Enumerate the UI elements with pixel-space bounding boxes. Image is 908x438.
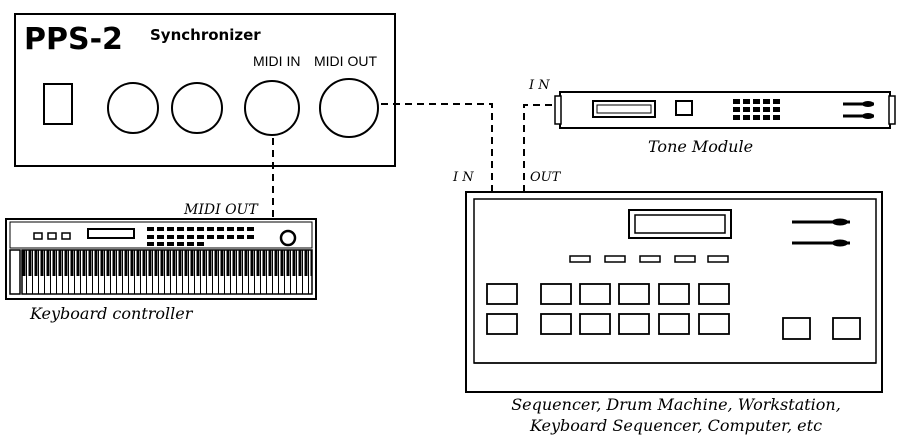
tone-module-in-label: I N	[528, 78, 550, 93]
sequencer-caption-line-2: Keyboard Sequencer, Computer, etc	[529, 416, 822, 435]
pps2-power-switch	[43, 83, 73, 125]
sequencer-unit: I N OUT Sequencer, Drum Machine, Worksta…	[452, 170, 883, 435]
cable-pps2-to-sequencer	[381, 103, 493, 192]
tone-module-caption: Tone Module	[648, 137, 753, 156]
tone-module-sliders	[843, 101, 874, 119]
midi-cables	[272, 103, 558, 218]
keyboard-button-grid	[147, 227, 254, 246]
tone-module-button	[675, 100, 693, 116]
pps2-knob-1	[107, 82, 159, 134]
pps2-midi-in-port	[244, 80, 300, 136]
tone-module-display-inner	[596, 104, 652, 114]
pps2-midi-out-label: MIDI OUT	[314, 53, 377, 69]
pps2-midi-out-port	[319, 78, 379, 138]
sequencer-pads	[486, 283, 861, 340]
keyboard-buttons-left	[33, 232, 71, 240]
pps2-midi-in-label: MIDI IN	[253, 53, 300, 69]
sequencer-display-inner	[634, 214, 726, 234]
keyboard-caption: Keyboard controller	[29, 304, 194, 323]
keyboard-keys	[21, 249, 313, 295]
cable-sequencer-to-tone-module	[523, 104, 558, 192]
tone-module-right-ear	[888, 95, 896, 125]
keyboard-pitch-wheel	[9, 249, 21, 295]
keyboard-display	[87, 228, 135, 239]
sequencer-out-label: OUT	[530, 170, 562, 185]
keyboard-controller-unit: MIDI OUT Keyboard controller	[5, 202, 317, 323]
pps2-subtitle: Synchronizer	[150, 26, 261, 44]
pps2-knob-2	[171, 82, 223, 134]
tone-module-unit: I N Tone Module	[528, 78, 896, 156]
sequencer-in-label: I N	[452, 170, 474, 185]
tone-module-left-ear	[554, 95, 562, 125]
keyboard-volume-knob	[279, 229, 297, 247]
sequencer-function-buttons	[569, 255, 729, 263]
pps2-synchronizer-unit: PPS-2 Synchronizer MIDI IN MIDI OUT	[14, 13, 396, 167]
keyboard-midi-out-label: MIDI OUT	[183, 202, 259, 218]
sequencer-sliders	[792, 218, 850, 247]
pps2-model-name: PPS-2	[24, 22, 123, 57]
sequencer-caption-line-1: Sequencer, Drum Machine, Workstation,	[511, 395, 841, 414]
tone-module-button-grid	[733, 99, 780, 120]
